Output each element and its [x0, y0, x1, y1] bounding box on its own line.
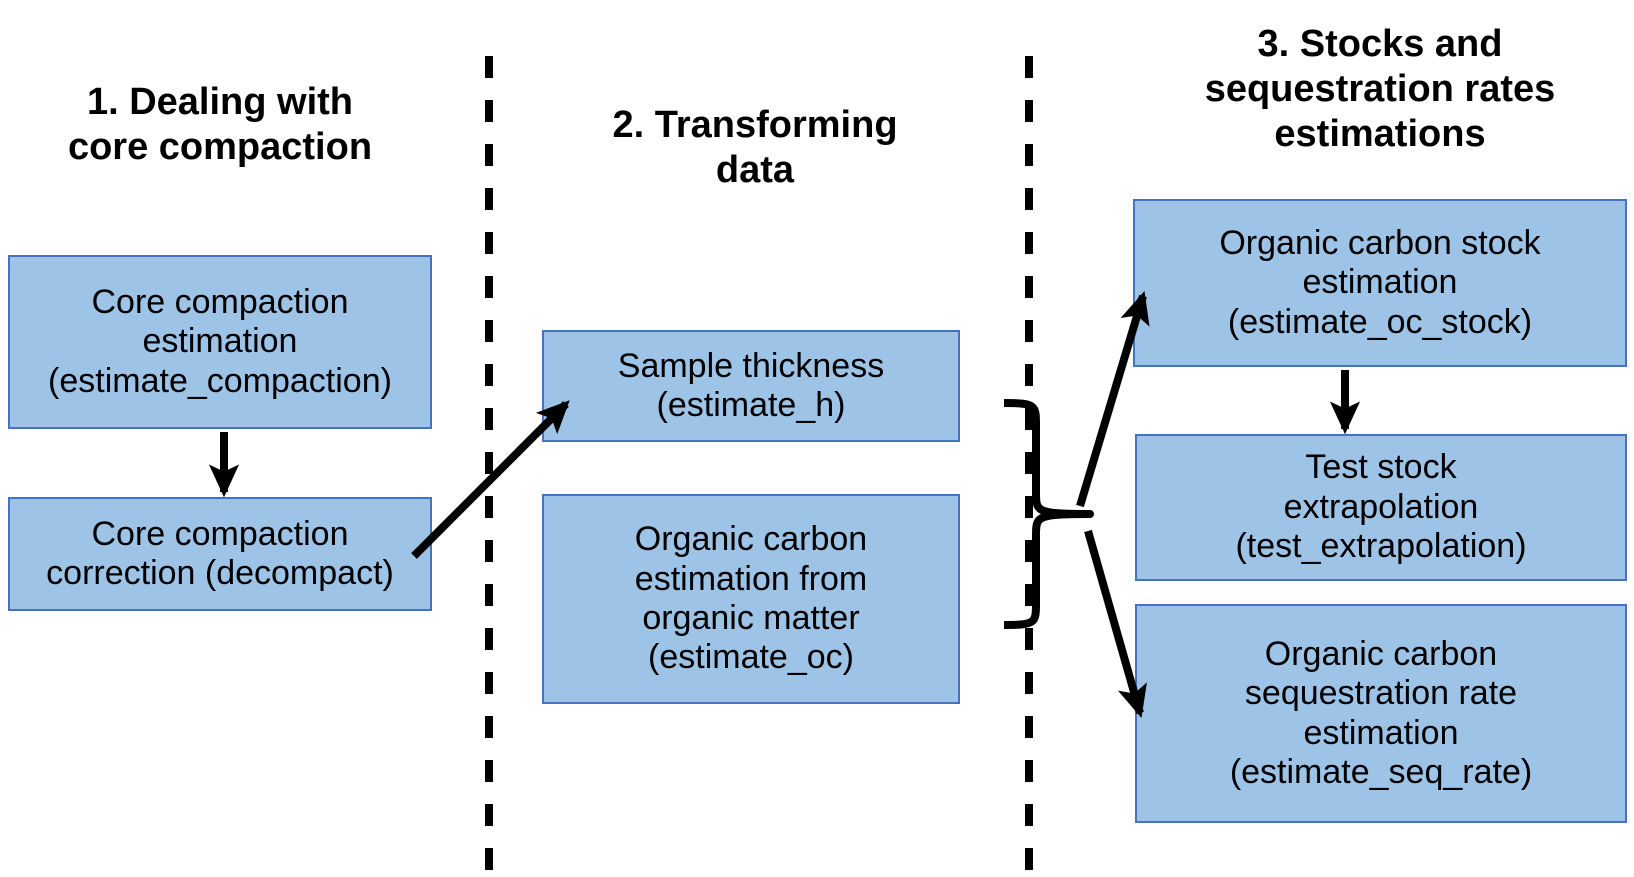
node-estimate-oc-stock[interactable]: Organic carbon stock estimation (estimat… [1133, 199, 1627, 367]
node-estimate-compaction[interactable]: Core compaction estimation (estimate_com… [8, 255, 432, 429]
node-estimate-h[interactable]: Sample thickness (estimate_h) [542, 330, 960, 442]
arrow-brace-to-seq-rate [1084, 529, 1147, 719]
node-decompact[interactable]: Core compaction correction (decompact) [8, 497, 432, 611]
column-1-title: 1. Dealing with core compaction [67, 81, 373, 168]
column-2-title: 2. Transforming data [612, 104, 898, 191]
column-3-title: 3. Stocks and sequestration rates estima… [1204, 23, 1556, 155]
brace-transform-outputs [1003, 399, 1094, 629]
node-estimate-seq-rate[interactable]: Organic carbon sequestration rate estima… [1135, 604, 1627, 823]
divider-hit-1 [480, 50, 498, 877]
node-estimate-oc[interactable]: Organic carbon estimation from organic m… [542, 494, 960, 704]
divider-hit-2 [1020, 50, 1038, 877]
node-test-extrapolation[interactable]: Test stock extrapolation (test_extrapola… [1135, 434, 1627, 581]
